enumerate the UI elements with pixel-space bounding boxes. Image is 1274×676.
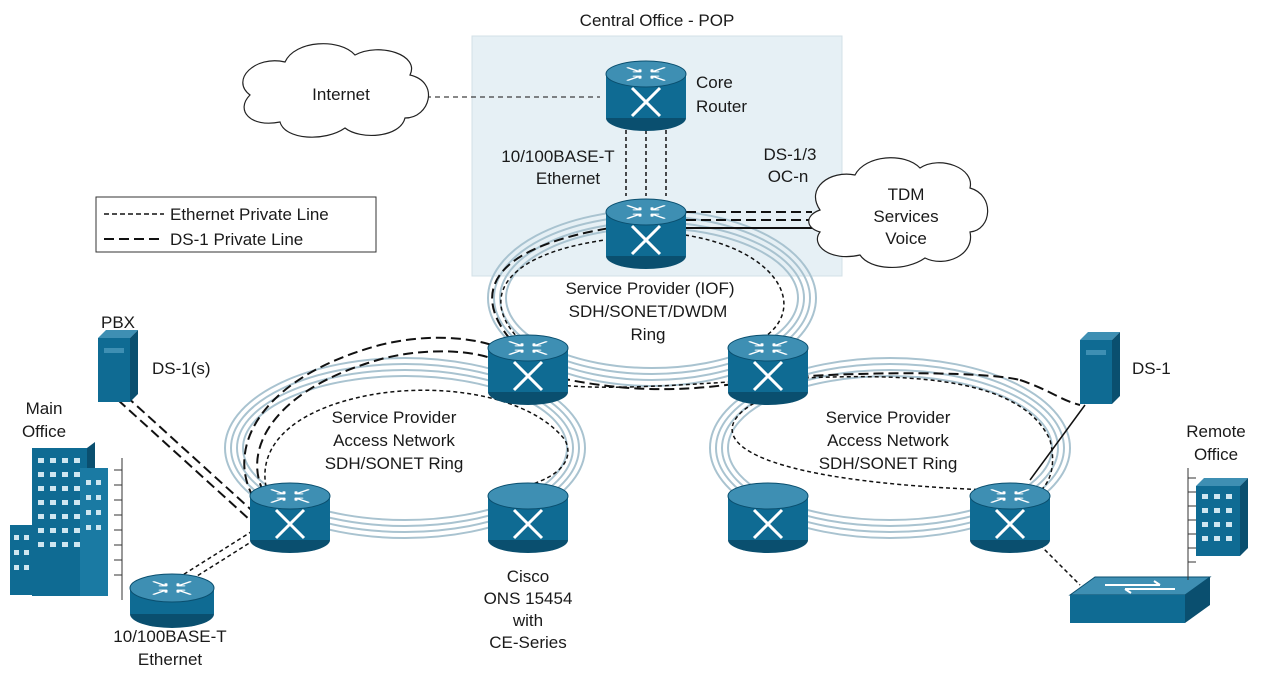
- tdm-label-3: Voice: [885, 229, 927, 248]
- remote-office-label-1: Remote: [1186, 422, 1246, 441]
- core-router-label-2: Router: [696, 97, 747, 116]
- service-provider-router-icon: [605, 198, 687, 269]
- right-ring-label-3: SDH/SONET Ring: [819, 454, 958, 473]
- bottom-ethernet-label-2: Ethernet: [138, 650, 203, 669]
- pop-title: Central Office - POP: [580, 11, 735, 30]
- cisco-ons-label-4: CE-Series: [489, 633, 566, 652]
- left-access-ring: [224, 357, 586, 539]
- ds1-server-icon: [1080, 332, 1120, 404]
- legend-ethernet-label: Ethernet Private Line: [170, 205, 329, 224]
- ds1-right-to-server: [1019, 379, 1081, 406]
- legend: Ethernet Private Line DS-1 Private Line: [95, 196, 377, 253]
- eth-bottom-router-link-2: [185, 529, 271, 584]
- ons-node-left-icon: [249, 482, 331, 553]
- tdm-label-1: TDM: [888, 185, 925, 204]
- eth-left-ring-path: [264, 389, 569, 501]
- ds1-left-ring-path-2: [256, 350, 513, 506]
- ds-oc-label-1: DS-1/3: [764, 145, 817, 164]
- iof-ring-label-2: SDH/SONET/DWDM: [569, 302, 728, 321]
- iof-ring-label-1: Service Provider (IOF): [565, 279, 734, 298]
- tdm-cloud: TDM Services Voice: [808, 157, 989, 269]
- right-ring-label-1: Service Provider: [826, 408, 951, 427]
- ons-node-right-bottom-left-icon: [727, 482, 809, 553]
- ons-node-right-bottom-right-icon: [969, 482, 1051, 553]
- core-router-icon: [605, 60, 687, 131]
- internet-label: Internet: [312, 85, 370, 104]
- ds1-left-ring-path: [243, 336, 521, 511]
- internet-cloud: Internet: [242, 43, 429, 138]
- eth-iof-path-2: [684, 234, 785, 341]
- left-ring-label-2: Access Network: [333, 431, 455, 450]
- ds1-iof-path: [491, 227, 611, 351]
- main-office-label-2: Office: [22, 422, 66, 441]
- eth-right-ring-path-2: [731, 399, 991, 491]
- right-ring-label-2: Access Network: [827, 431, 949, 450]
- cisco-ons-label-1: Cisco: [507, 567, 550, 586]
- eth-right-ring-path: [559, 375, 1054, 506]
- bottom-ethernet-label-1: 10/100BASE-T: [113, 627, 226, 646]
- customer-router-icon: [129, 573, 215, 628]
- pbx-server-icon: [98, 330, 138, 402]
- main-office-label-1: Main: [26, 399, 63, 418]
- ethernet-link-label-2: Ethernet: [536, 169, 601, 188]
- cisco-ons-15454-icon: [487, 482, 569, 553]
- remote-office-label-2: Office: [1194, 445, 1238, 464]
- ethernet-link-label-1: 10/100BASE-T: [501, 147, 614, 166]
- ds-oc-label-2: OC-n: [768, 167, 809, 186]
- iof-ring-label-3: Ring: [631, 325, 666, 344]
- eth-right-server-link: [1029, 404, 1086, 481]
- eth-bottom-router-link: [177, 524, 263, 579]
- remote-office-building-icon: [1187, 468, 1248, 580]
- ds1s-label: DS-1(s): [152, 359, 211, 378]
- ds1-right-label: DS-1: [1132, 359, 1171, 378]
- cisco-ons-label-2: ONS 15454: [484, 589, 573, 608]
- main-office-building-icon: [10, 442, 123, 600]
- pbx-label: PBX: [101, 313, 135, 332]
- ethernet-switch-icon: [1068, 576, 1212, 623]
- ons-node-center-icon: [487, 334, 569, 405]
- tdm-label-2: Services: [873, 207, 938, 226]
- legend-ds1-label: DS-1 Private Line: [170, 230, 303, 249]
- ds1-path-pbx: [117, 399, 251, 521]
- left-ring-label-1: Service Provider: [332, 408, 457, 427]
- left-ring-label-3: SDH/SONET Ring: [325, 454, 464, 473]
- eth-iof-path: [500, 239, 606, 341]
- ons-node-right-top-icon: [727, 334, 809, 405]
- core-router-label-1: Core: [696, 73, 733, 92]
- cisco-ons-label-3: with: [512, 611, 543, 630]
